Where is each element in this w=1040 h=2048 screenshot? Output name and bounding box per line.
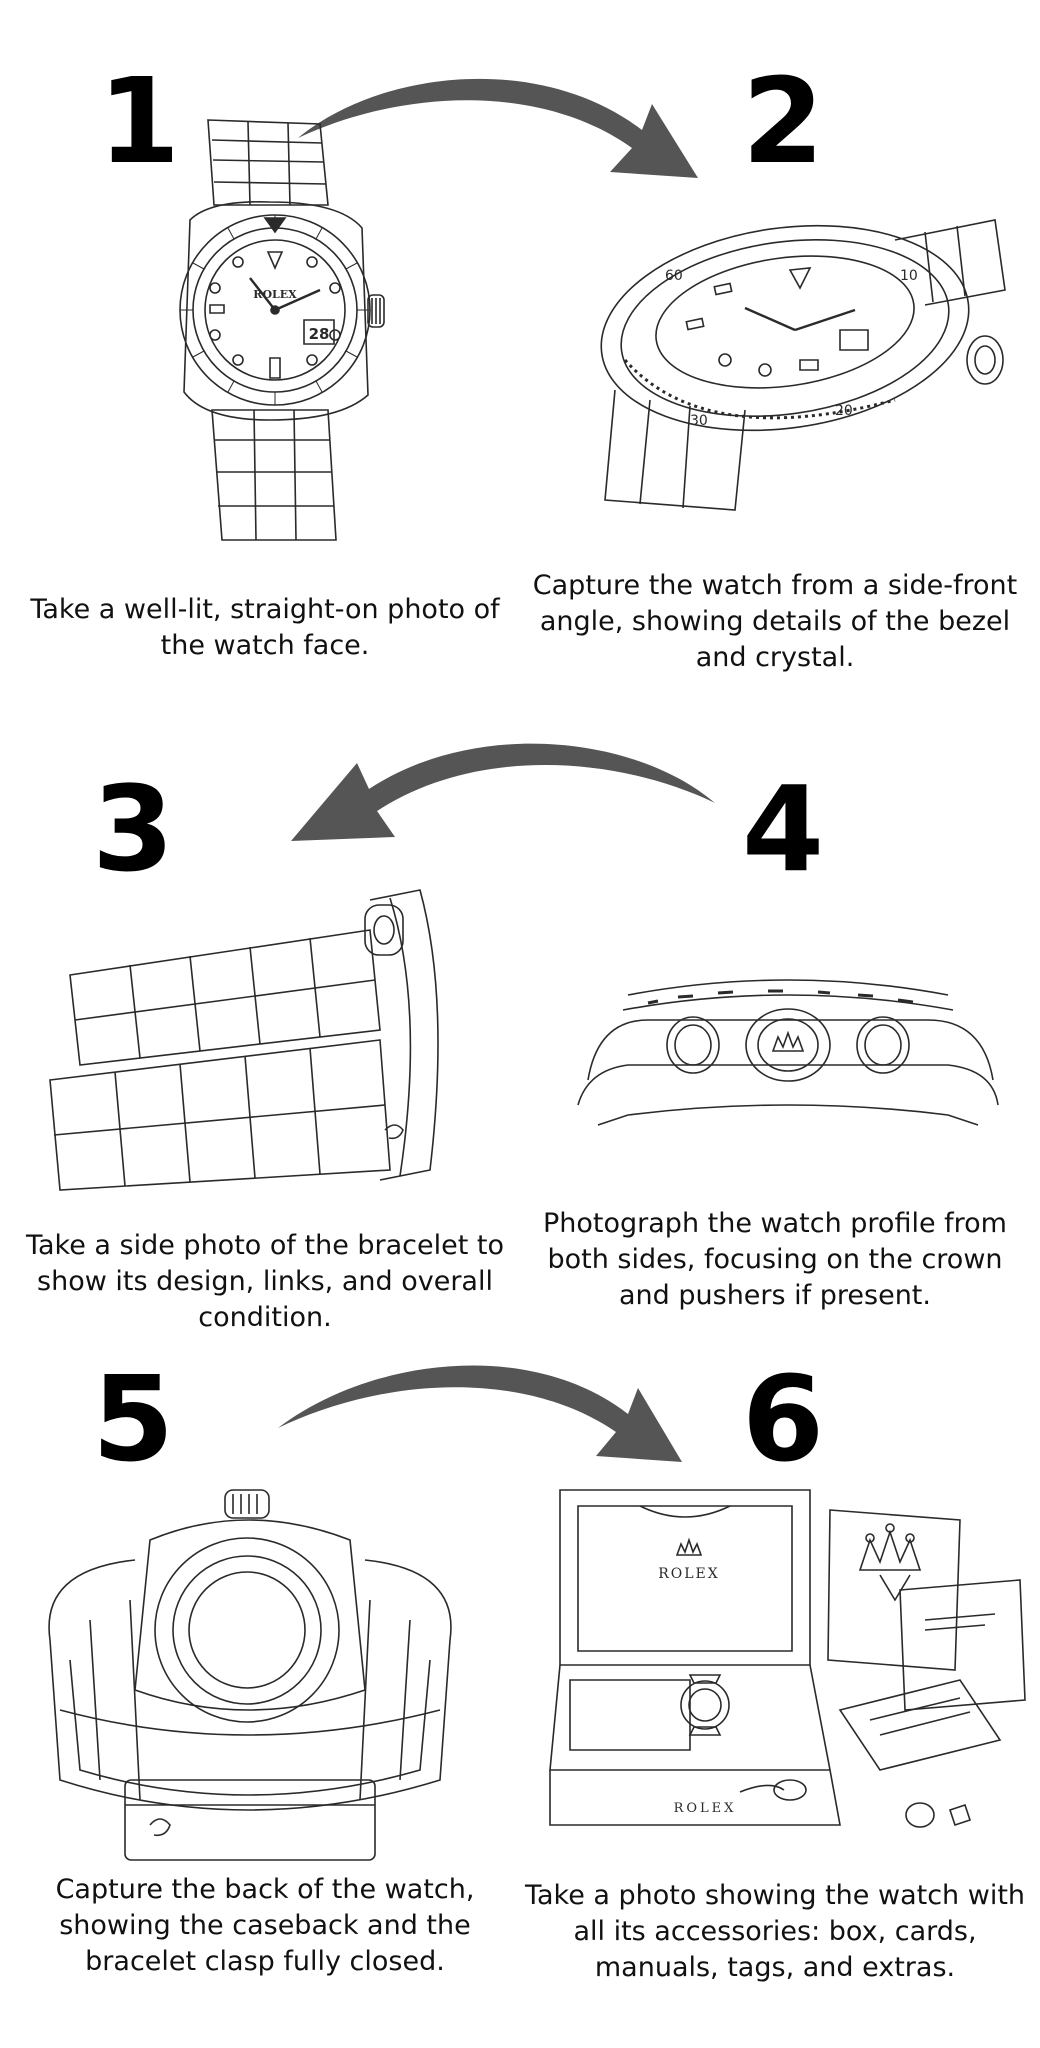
step-number-5: 5 (92, 1350, 174, 1488)
lid-brand-text: ROLEX (658, 1566, 720, 1582)
bezel-numeral-60: 60 (665, 268, 683, 284)
caseback-illustration (30, 1480, 470, 1880)
watch-profile-illustration (568, 965, 1008, 1140)
step-number-2: 2 (742, 52, 824, 190)
step-number-6: 6 (742, 1350, 824, 1488)
bezel-numeral-30: 30 (690, 413, 708, 429)
caption-step-4: Photograph the watch profile from both s… (543, 1208, 1007, 1311)
bracelet-side-illustration (40, 880, 460, 1200)
accessories-illustration: ROLEX ROLEX (540, 1480, 1030, 1840)
caption-step-6: Take a photo showing the watch with all … (524, 1880, 1026, 1983)
step-number-4: 4 (742, 760, 824, 898)
date-window-text: 28 (309, 325, 330, 343)
dial-brand-text: ROLEX (253, 288, 297, 301)
watch-angle-illustration: 60 10 20 30 (595, 210, 1015, 510)
caption-step-3: Take a side photo of the bracelet to sho… (25, 1230, 505, 1333)
step-number-1: 1 (98, 52, 180, 190)
bezel-numeral-10: 10 (900, 268, 918, 284)
step-number-3: 3 (92, 760, 174, 898)
base-brand-text: ROLEX (674, 1801, 737, 1816)
arrow-5-to-6 (278, 1365, 682, 1462)
watch-front-illustration: ROLEX 28 (150, 110, 420, 560)
caption-step-2: Capture the watch from a side-front angl… (532, 570, 1018, 673)
arrow-4-to-3 (291, 743, 715, 841)
caption-step-1: Take a well-lit, straight-on photo of th… (30, 594, 500, 661)
arrow-1-to-2 (298, 78, 698, 178)
bezel-numeral-20: 20 (835, 403, 853, 419)
caption-step-5: Capture the back of the watch, showing t… (55, 1874, 475, 1977)
